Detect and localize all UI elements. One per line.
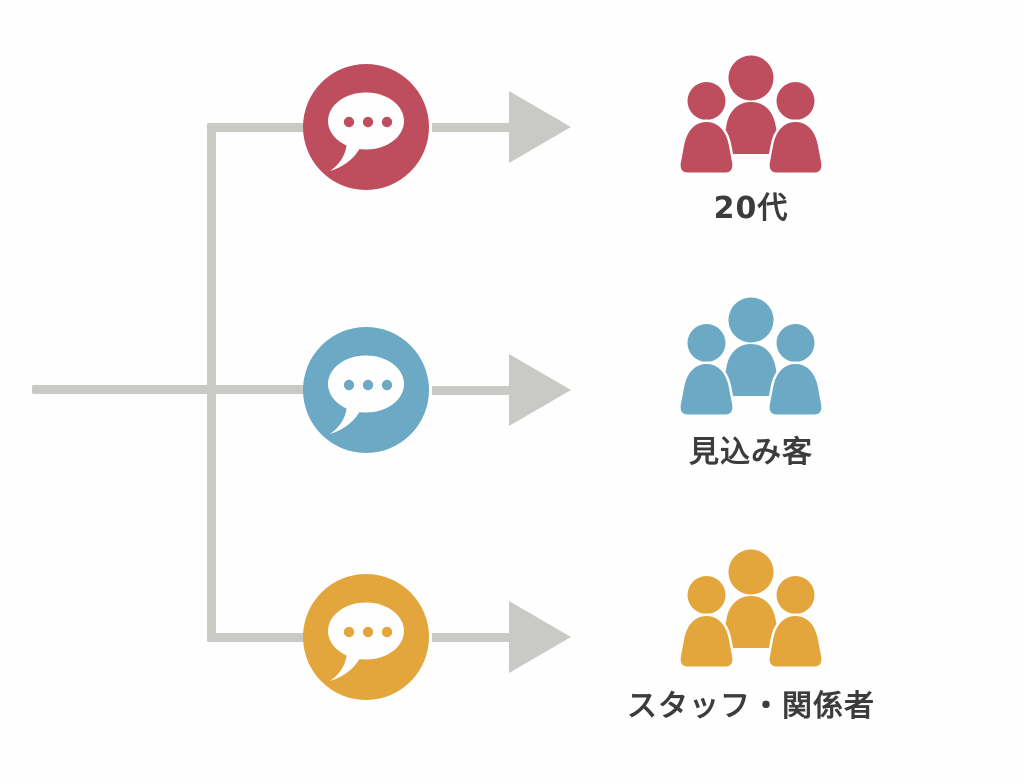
arrow-right-icon <box>432 354 571 426</box>
branch-line-bottom <box>207 633 309 642</box>
chat-bubble-icon <box>303 574 429 700</box>
chat-bubble-icon <box>303 64 429 190</box>
audience-label: 20代 <box>713 191 789 226</box>
people-group-icon <box>678 549 824 668</box>
arrow-shaft <box>432 385 511 395</box>
people-group-icon <box>678 55 824 174</box>
branch-trunk-line <box>207 123 216 642</box>
arrow-shaft <box>432 122 511 132</box>
arrow-head <box>509 91 571 163</box>
arrow-right-icon <box>432 601 571 673</box>
arrow-right-icon <box>432 91 571 163</box>
arrow-shaft <box>432 632 511 642</box>
audience-label: スタッフ・関係者 <box>627 689 875 724</box>
audience-label: 見込み客 <box>689 435 813 470</box>
branch-line-top <box>207 123 309 132</box>
chat-bubble-icon <box>303 327 429 453</box>
arrow-head <box>509 601 571 673</box>
source-line <box>32 385 309 394</box>
people-group-icon <box>678 297 824 416</box>
arrow-head <box>509 354 571 426</box>
